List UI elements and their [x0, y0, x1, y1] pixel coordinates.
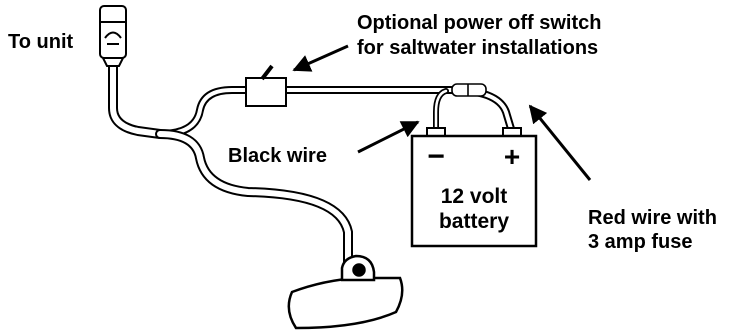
switch-arrow: [292, 44, 349, 72]
battery-body: [410, 134, 538, 248]
red-wire-arrow: [528, 104, 592, 181]
switch-label-line2: for saltwater installations: [357, 37, 598, 59]
to-unit-label: To unit: [8, 31, 73, 53]
switch-label-line1: Optional power off switch: [357, 12, 601, 34]
transducer: [287, 254, 404, 330]
battery-label-line1: 12 volt: [441, 185, 508, 208]
red-wire-label-line2: 3 amp fuse: [588, 231, 692, 253]
fuse-holder: [451, 83, 487, 97]
battery: − + 12 volt battery: [410, 127, 538, 248]
cable-bundle: [108, 55, 516, 267]
black-wire-arrow: [357, 120, 420, 154]
minus-sign: −: [427, 140, 445, 173]
plus-sign: +: [504, 141, 520, 172]
unit-connector-plug: [99, 5, 127, 67]
black-wire-label: Black wire: [228, 145, 327, 167]
battery-label-line2: battery: [439, 210, 509, 233]
leader-arrows: [292, 44, 592, 181]
red-wire-label-line1: Red wire with: [588, 207, 717, 229]
power-switch: [245, 64, 287, 107]
